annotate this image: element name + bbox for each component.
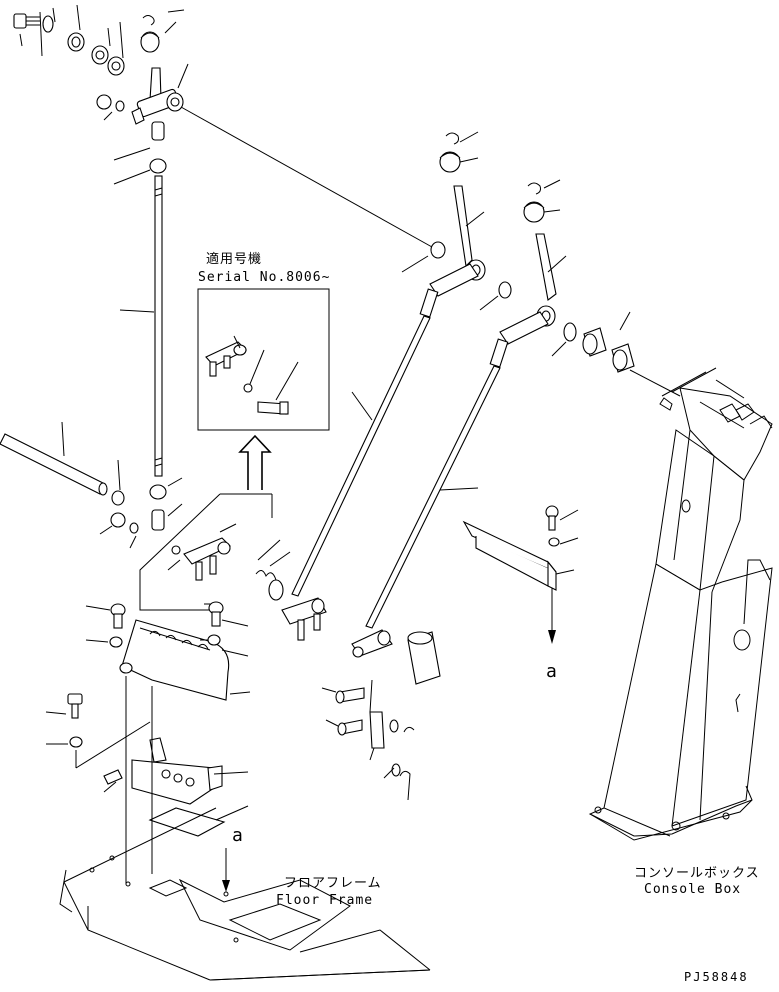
arrow-up-icon <box>238 434 272 490</box>
serial-number: Serial No.8006~ <box>198 270 331 285</box>
console-box-drawing <box>588 367 773 841</box>
floor-frame-en: Floor Frame <box>276 893 374 908</box>
leader-long <box>180 106 433 248</box>
console-box-en: Console Box <box>644 882 742 897</box>
washer <box>430 241 446 259</box>
bolt-top-left <box>13 13 40 29</box>
washer <box>498 281 512 299</box>
drawing-code: PJ58848 <box>684 970 749 984</box>
spring-icon <box>255 570 277 581</box>
leader-sign <box>142 15 155 26</box>
washer <box>129 522 139 534</box>
lever-lower-right <box>351 629 393 658</box>
floor-frame-drawing <box>59 807 431 981</box>
bracket-assembly <box>167 537 231 581</box>
knob-center <box>439 151 461 173</box>
rod-end-left <box>149 121 167 174</box>
nut-washer-left <box>96 94 125 112</box>
lever-cover <box>119 619 230 701</box>
callout-frame <box>139 493 273 611</box>
control-rod-1 <box>291 288 439 597</box>
bushing <box>268 579 284 601</box>
pin <box>103 769 123 785</box>
lever-right <box>499 233 557 345</box>
horizontal-shaft <box>0 433 108 496</box>
serial-note-box <box>197 288 330 431</box>
spacer-pair <box>91 45 125 76</box>
screw-left <box>109 603 126 648</box>
nut <box>110 512 126 528</box>
rod-end-lower <box>151 509 165 531</box>
bushings-right <box>582 327 635 373</box>
nut <box>149 484 167 500</box>
reference-a-right: a <box>546 661 558 682</box>
console-box-jp: コンソールボックス <box>634 866 760 881</box>
bolt-lower-left <box>67 693 83 748</box>
washer <box>563 322 577 342</box>
screw-cover <box>207 601 224 646</box>
bushing-center <box>407 631 441 685</box>
serial-note-title: 適用号機 <box>206 252 263 267</box>
mounting-plate <box>131 737 223 805</box>
bracket-right <box>462 520 557 591</box>
washer <box>111 490 125 506</box>
leader-sign <box>527 182 541 195</box>
control-rod-2 <box>365 338 509 629</box>
washer <box>42 15 54 33</box>
vertical-rod <box>154 175 163 477</box>
knob-right <box>523 201 545 223</box>
lever-top-left <box>131 67 184 125</box>
arrow-down-icon <box>222 848 230 892</box>
knob-top-left <box>140 31 160 53</box>
bushing-top <box>67 32 85 52</box>
bracket-detail <box>205 341 289 415</box>
lever-lower-left <box>281 597 327 641</box>
leader-sign <box>445 132 459 145</box>
frame-edge <box>209 969 431 981</box>
reference-a-bottom: a <box>232 825 244 846</box>
arrow-down-icon <box>548 588 556 644</box>
screw-right <box>545 505 560 547</box>
pins-lower <box>335 687 401 777</box>
lever-center <box>429 185 486 297</box>
floor-frame-jp: フロアフレーム <box>284 876 382 891</box>
